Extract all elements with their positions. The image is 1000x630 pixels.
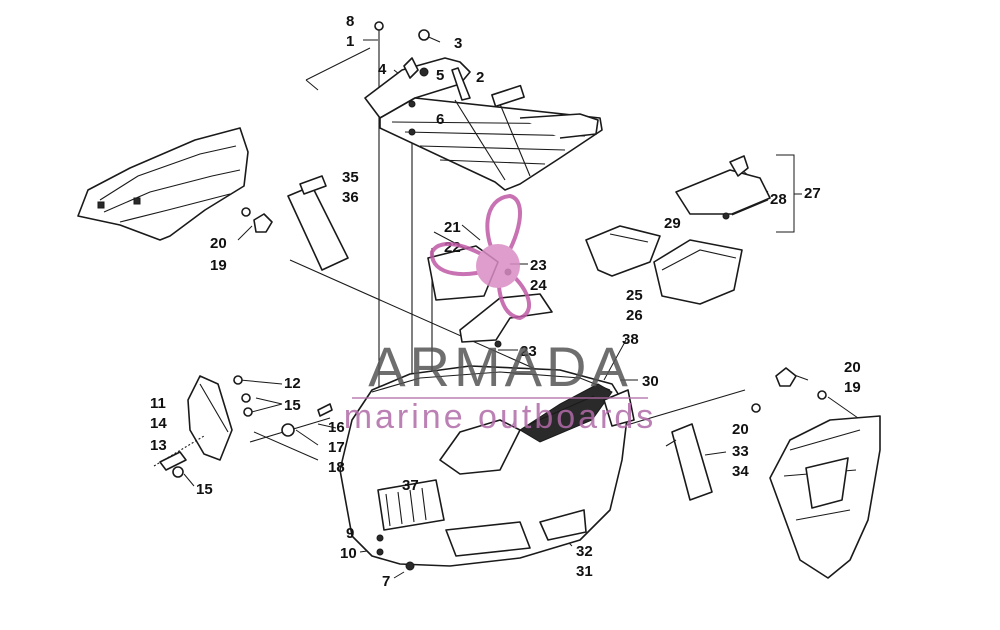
callout-labels: 8 1 3 4 5 2 6 35 36 20 19 21 22 23 24 23… bbox=[150, 13, 861, 590]
callout-19-left: 19 bbox=[210, 257, 227, 274]
callout-38: 38 bbox=[622, 331, 639, 348]
callout-20-left: 20 bbox=[210, 235, 227, 252]
callout-23-lower: 23 bbox=[520, 343, 537, 360]
callout-23-upper: 23 bbox=[530, 257, 547, 274]
callout-17: 17 bbox=[328, 439, 345, 456]
callout-20-right: 20 bbox=[844, 359, 861, 376]
callout-19-right: 19 bbox=[844, 379, 861, 396]
callout-12: 12 bbox=[284, 375, 301, 392]
callout-24: 24 bbox=[530, 277, 547, 294]
decal-33-34 bbox=[665, 423, 713, 501]
callout-27: 27 bbox=[804, 185, 821, 202]
callout-18: 18 bbox=[328, 459, 345, 476]
callout-29: 29 bbox=[664, 215, 681, 232]
callout-3: 3 bbox=[454, 35, 462, 52]
callout-22: 22 bbox=[444, 239, 461, 256]
callout-21: 21 bbox=[444, 219, 461, 236]
callout-25: 25 bbox=[626, 287, 643, 304]
decal-35-36 bbox=[287, 175, 349, 271]
left-fender bbox=[77, 127, 273, 241]
callout-31: 31 bbox=[576, 563, 593, 580]
callout-33: 33 bbox=[732, 443, 749, 460]
right-fender bbox=[751, 367, 881, 579]
callout-4: 4 bbox=[378, 61, 387, 78]
callout-30: 30 bbox=[642, 373, 659, 390]
callout-26: 26 bbox=[626, 307, 643, 324]
callout-9: 9 bbox=[346, 525, 354, 542]
armada-watermark: ARMADA marine outboards bbox=[344, 193, 657, 436]
callout-2: 2 bbox=[476, 69, 484, 86]
callout-5: 5 bbox=[436, 67, 444, 84]
callout-13: 13 bbox=[150, 437, 167, 454]
armada-logo-icon bbox=[430, 193, 532, 321]
callout-1: 1 bbox=[346, 33, 354, 50]
callout-6: 6 bbox=[436, 111, 444, 128]
callout-11: 11 bbox=[150, 395, 166, 412]
callout-36: 36 bbox=[342, 189, 359, 206]
callout-15-upper: 15 bbox=[284, 397, 301, 414]
callout-32: 32 bbox=[576, 543, 593, 560]
callout-15-lower: 15 bbox=[196, 481, 213, 498]
callout-10: 10 bbox=[340, 545, 357, 562]
storage-box bbox=[585, 155, 771, 305]
callout-37: 37 bbox=[402, 477, 419, 494]
callout-7: 7 bbox=[382, 573, 390, 590]
callout-14: 14 bbox=[150, 415, 167, 432]
callout-8: 8 bbox=[346, 13, 354, 30]
callout-20-mid: 20 bbox=[732, 421, 749, 438]
callout-16: 16 bbox=[328, 419, 345, 436]
front-rack bbox=[364, 21, 603, 191]
callout-35: 35 bbox=[342, 169, 359, 186]
watermark-brand: ARMADA bbox=[368, 335, 632, 398]
watermark-tagline: marine outboards bbox=[344, 398, 657, 436]
headlight-assembly bbox=[153, 375, 333, 478]
callout-28: 28 bbox=[770, 191, 787, 208]
callout-34: 34 bbox=[732, 463, 749, 480]
